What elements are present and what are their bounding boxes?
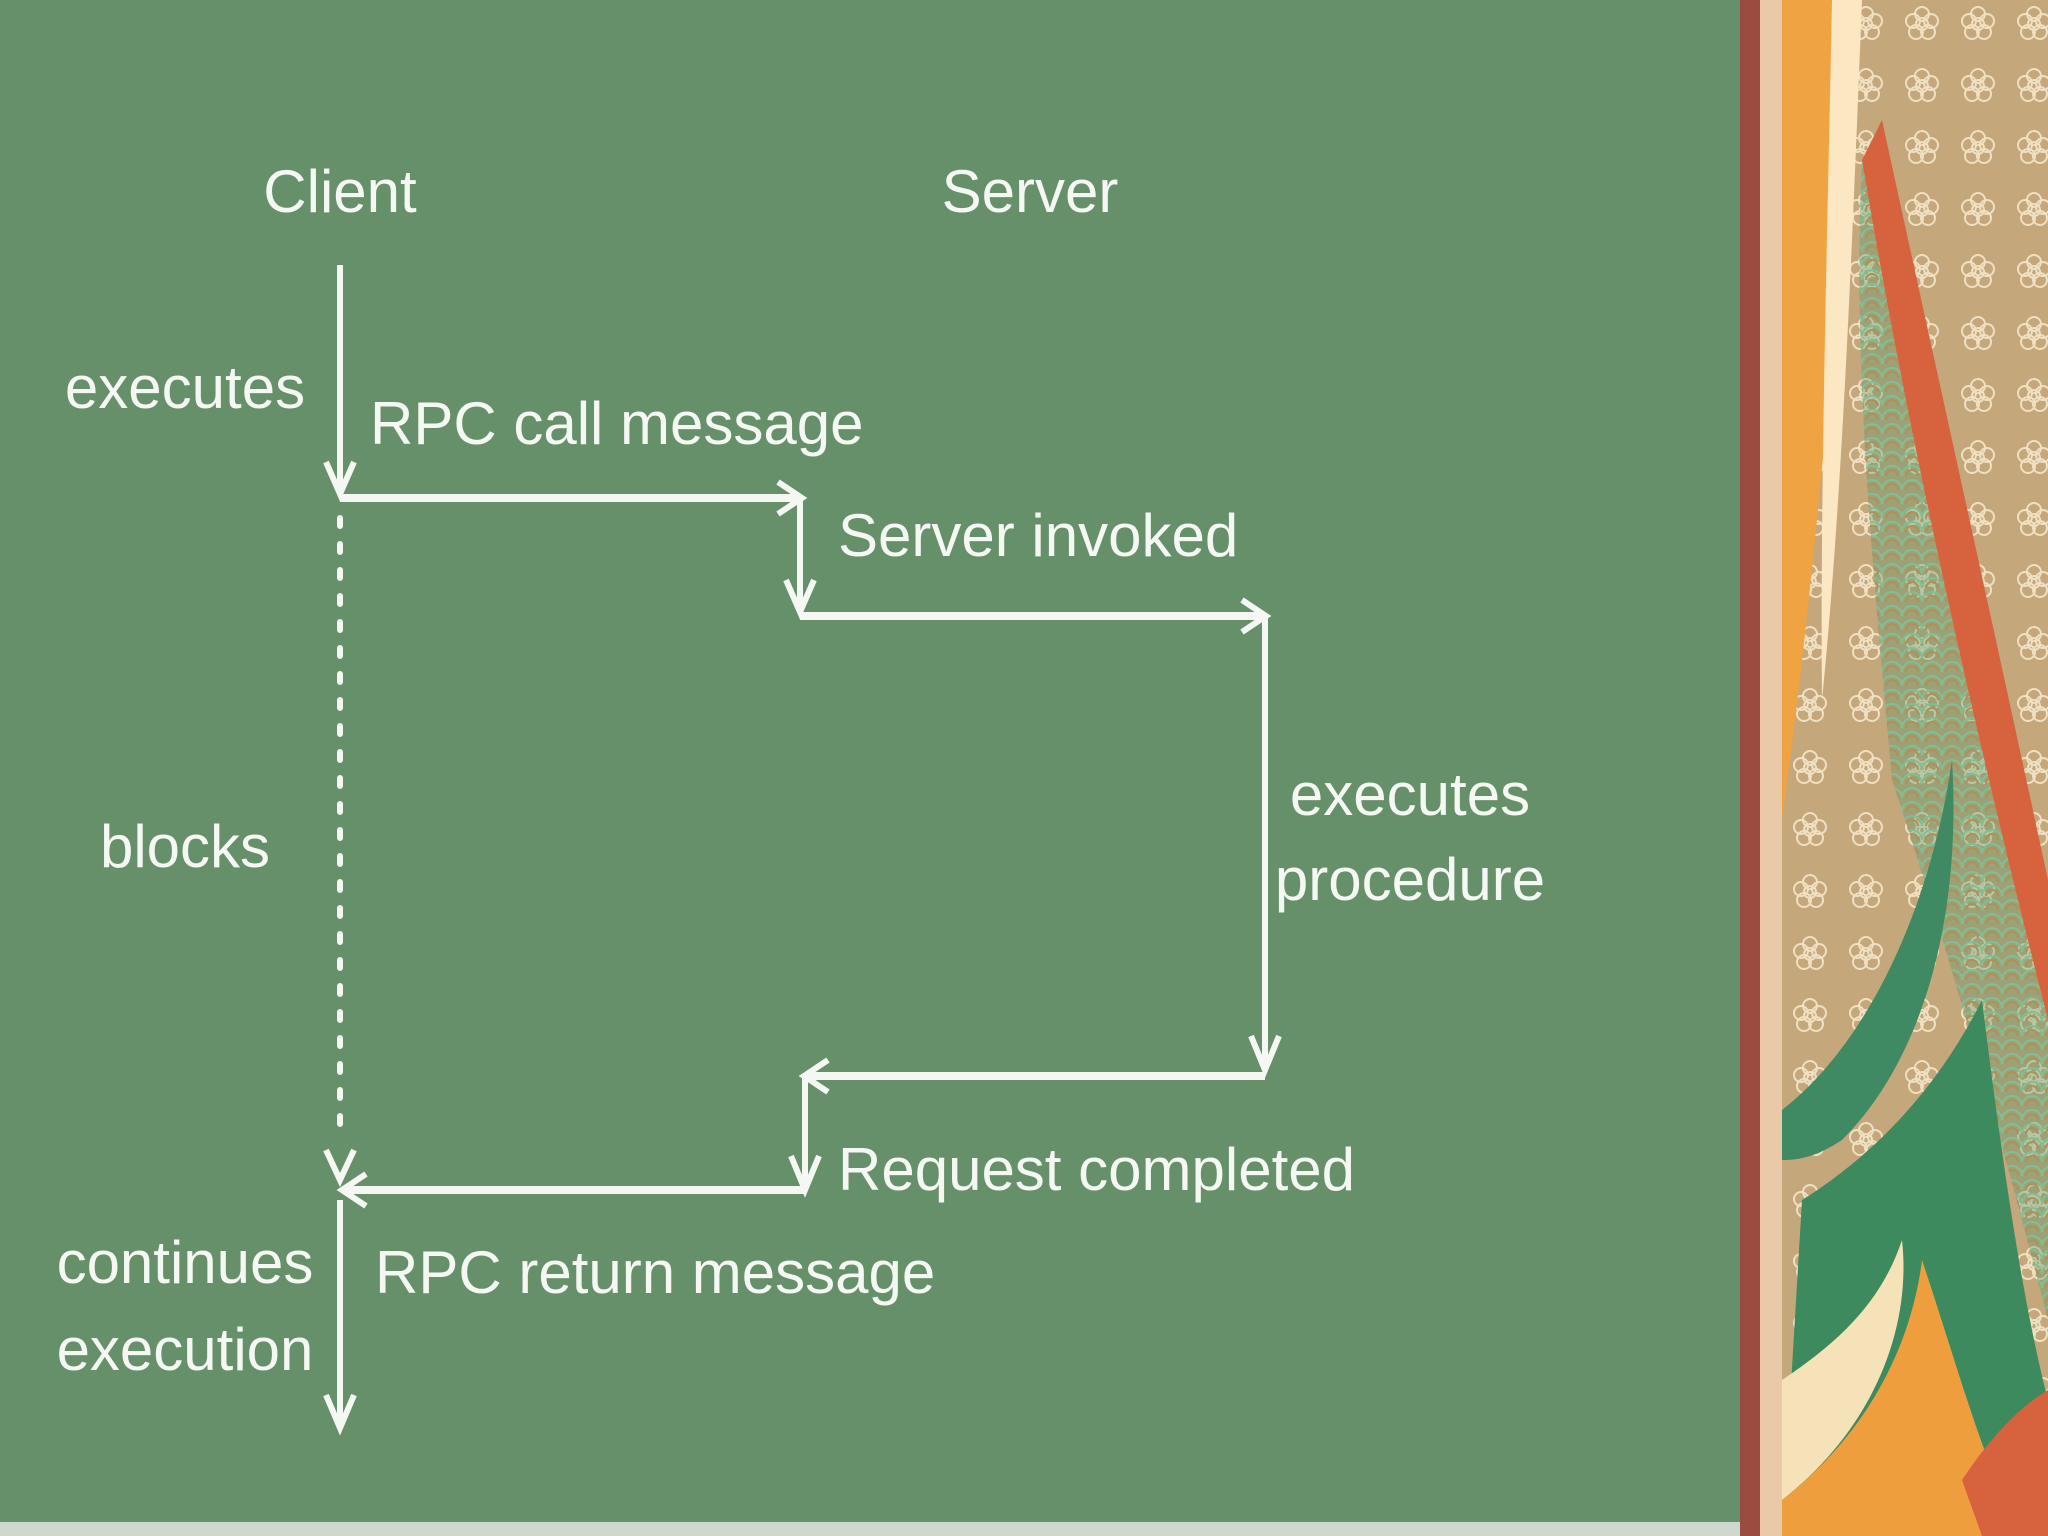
request-completed-label: Request completed	[838, 1136, 1355, 1203]
rpc-return-message-label: RPC return message	[375, 1239, 935, 1306]
rpc-return-arrowhead	[336, 1171, 368, 1209]
decorative-kimono-panel	[1782, 0, 2048, 1536]
client-blocks-label: blocks	[100, 813, 270, 880]
server-invoked-label: Server invoked	[838, 502, 1238, 569]
diagram-panel: Client Server	[0, 0, 1740, 1522]
server-column-title: Server	[942, 158, 1119, 225]
client-blocks-arrowhead	[323, 1148, 357, 1188]
client-continues-label-line1: continues	[57, 1229, 314, 1296]
divider-light-stripe	[1760, 0, 1782, 1536]
server-executes-arrowhead	[1248, 1034, 1282, 1078]
server-executes-label-line1: executes	[1290, 761, 1530, 828]
rpc-sequence-diagram: Client Server	[57, 158, 1545, 1436]
client-continues-label-line2: execution	[57, 1316, 314, 1383]
decorative-pattern-image	[1782, 0, 2048, 1536]
client-executes-label: executes	[65, 354, 305, 421]
divider-dark-stripe	[1740, 0, 1760, 1536]
bottom-strip	[0, 1522, 1740, 1536]
client-column-title: Client	[263, 158, 417, 225]
client-continues-arrowhead	[323, 1393, 357, 1436]
rpc-call-message-label: RPC call message	[370, 390, 864, 457]
server-procedure-label-line2: procedure	[1275, 846, 1545, 913]
